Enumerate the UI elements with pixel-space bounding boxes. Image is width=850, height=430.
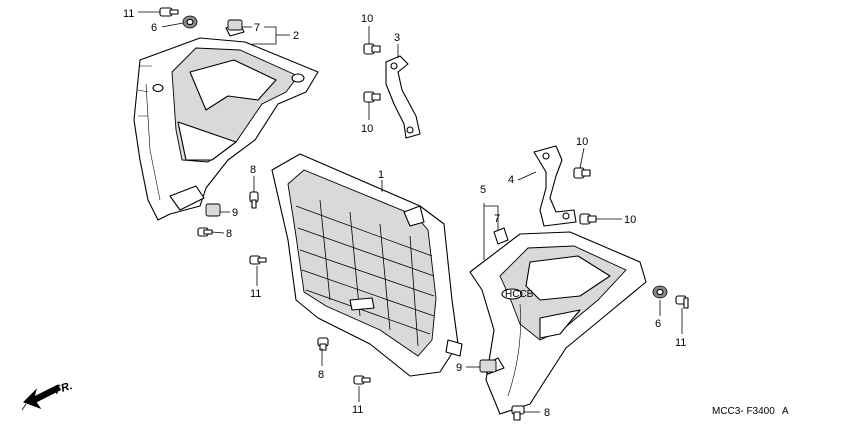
- bolt-11-top-left: [159, 7, 179, 17]
- part-labels: 11 6 7 2 10 3 10 1 8 9 8 11 10 4 10 5 7 …: [53, 8, 789, 419]
- bolt-10-lower: [363, 91, 381, 103]
- label-11: 11: [675, 337, 686, 349]
- label-10: 10: [361, 123, 373, 135]
- bolt-10-right-upper: [573, 167, 591, 179]
- label-10: 10: [624, 214, 636, 226]
- bolt-10-upper: [363, 43, 381, 55]
- bracket-4-part: [533, 145, 577, 227]
- label-6: 6: [151, 22, 157, 34]
- svg-text:HCCB: HCCB: [505, 289, 534, 300]
- label-2: 2: [293, 30, 299, 42]
- bolt-8-left-lower: [197, 227, 213, 237]
- center-frame-part: [271, 153, 463, 377]
- label-3: 3: [394, 32, 400, 44]
- upper-cowl-part: [133, 23, 319, 221]
- label-10: 10: [576, 136, 588, 148]
- bolt-10-right-lower: [579, 213, 597, 225]
- grommet-6-top-left: [182, 15, 198, 29]
- label-4: 4: [508, 174, 514, 186]
- label-9: 9: [232, 207, 238, 219]
- label-8: 8: [544, 407, 550, 419]
- label-7: 7: [494, 213, 500, 225]
- grommet-6-right: [652, 285, 668, 299]
- clip-9-left: [205, 203, 221, 217]
- label-9: 9: [456, 362, 462, 374]
- leader-lines: [138, 11, 683, 413]
- label-8: 8: [226, 228, 232, 240]
- bolt-11-center: [249, 255, 267, 265]
- label-5: 5: [480, 184, 486, 196]
- label-8: 8: [250, 164, 256, 176]
- label-11: 11: [250, 288, 261, 300]
- clip-9-lower: [479, 359, 497, 373]
- label-1: 1: [378, 169, 384, 181]
- front-label: FR.: [53, 380, 74, 397]
- label-11: 11: [352, 404, 363, 416]
- diagram-code-suffix: A: [782, 406, 789, 417]
- bolt-11-right: [675, 295, 689, 309]
- bracket-3-part: [385, 55, 421, 139]
- label-8: 8: [318, 369, 324, 381]
- bolt-8-right-low: [511, 405, 525, 421]
- label-10: 10: [361, 13, 373, 25]
- bolt-8-left: [249, 191, 259, 209]
- front-direction-arrow: [21, 384, 61, 411]
- bolt-11-center-low: [353, 375, 371, 385]
- diagram-code: MCC3- F3400: [712, 406, 775, 417]
- label-6: 6: [655, 318, 661, 330]
- label-11: 11: [123, 8, 134, 20]
- bolt-8-center-low: [317, 337, 329, 351]
- label-7: 7: [254, 22, 260, 34]
- clip-7-top: [227, 19, 243, 31]
- lower-cowl-part: HCCB: [469, 227, 647, 415]
